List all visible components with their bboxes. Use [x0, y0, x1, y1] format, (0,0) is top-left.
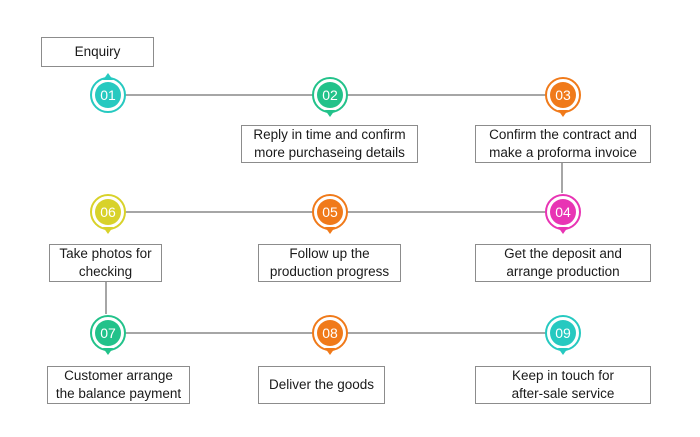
step-04-box: Get the deposit and arrange production	[475, 244, 651, 282]
step-09-box: Keep in touch for after-sale service	[475, 366, 651, 404]
step-03-box: Confirm the contract and make a proforma…	[475, 125, 651, 163]
step-02-box: Reply in time and confirm more purchasei…	[241, 125, 418, 163]
step-07-number: 07	[95, 320, 121, 346]
step-05-number: 05	[317, 199, 343, 225]
step-09-marker: 09	[545, 315, 581, 355]
step-04-number: 04	[550, 199, 576, 225]
step-05-box: Follow up the production progress	[258, 244, 401, 282]
step-03-marker: 03	[545, 77, 581, 117]
step-02-number: 02	[317, 82, 343, 108]
step-06-box: Take photos for checking	[49, 244, 162, 282]
step-08-box: Deliver the goods	[258, 366, 385, 404]
step-08-number: 08	[317, 320, 343, 346]
step-05-marker: 05	[312, 194, 348, 234]
step-02-marker: 02	[312, 77, 348, 117]
connector-03-04	[561, 163, 563, 193]
connector-06-07	[105, 282, 107, 314]
step-09-number: 09	[550, 320, 576, 346]
step-01-number: 01	[95, 82, 121, 108]
step-03-number: 03	[550, 82, 576, 108]
step-04-marker: 04	[545, 194, 581, 234]
step-06-number: 06	[95, 199, 121, 225]
step-07-box: Customer arrange the balance payment	[47, 366, 190, 404]
step-06-marker: 06	[90, 194, 126, 234]
step-01-box: Enquiry	[41, 37, 154, 67]
step-01-marker: 01	[90, 73, 126, 113]
step-08-marker: 08	[312, 315, 348, 355]
step-07-marker: 07	[90, 315, 126, 355]
